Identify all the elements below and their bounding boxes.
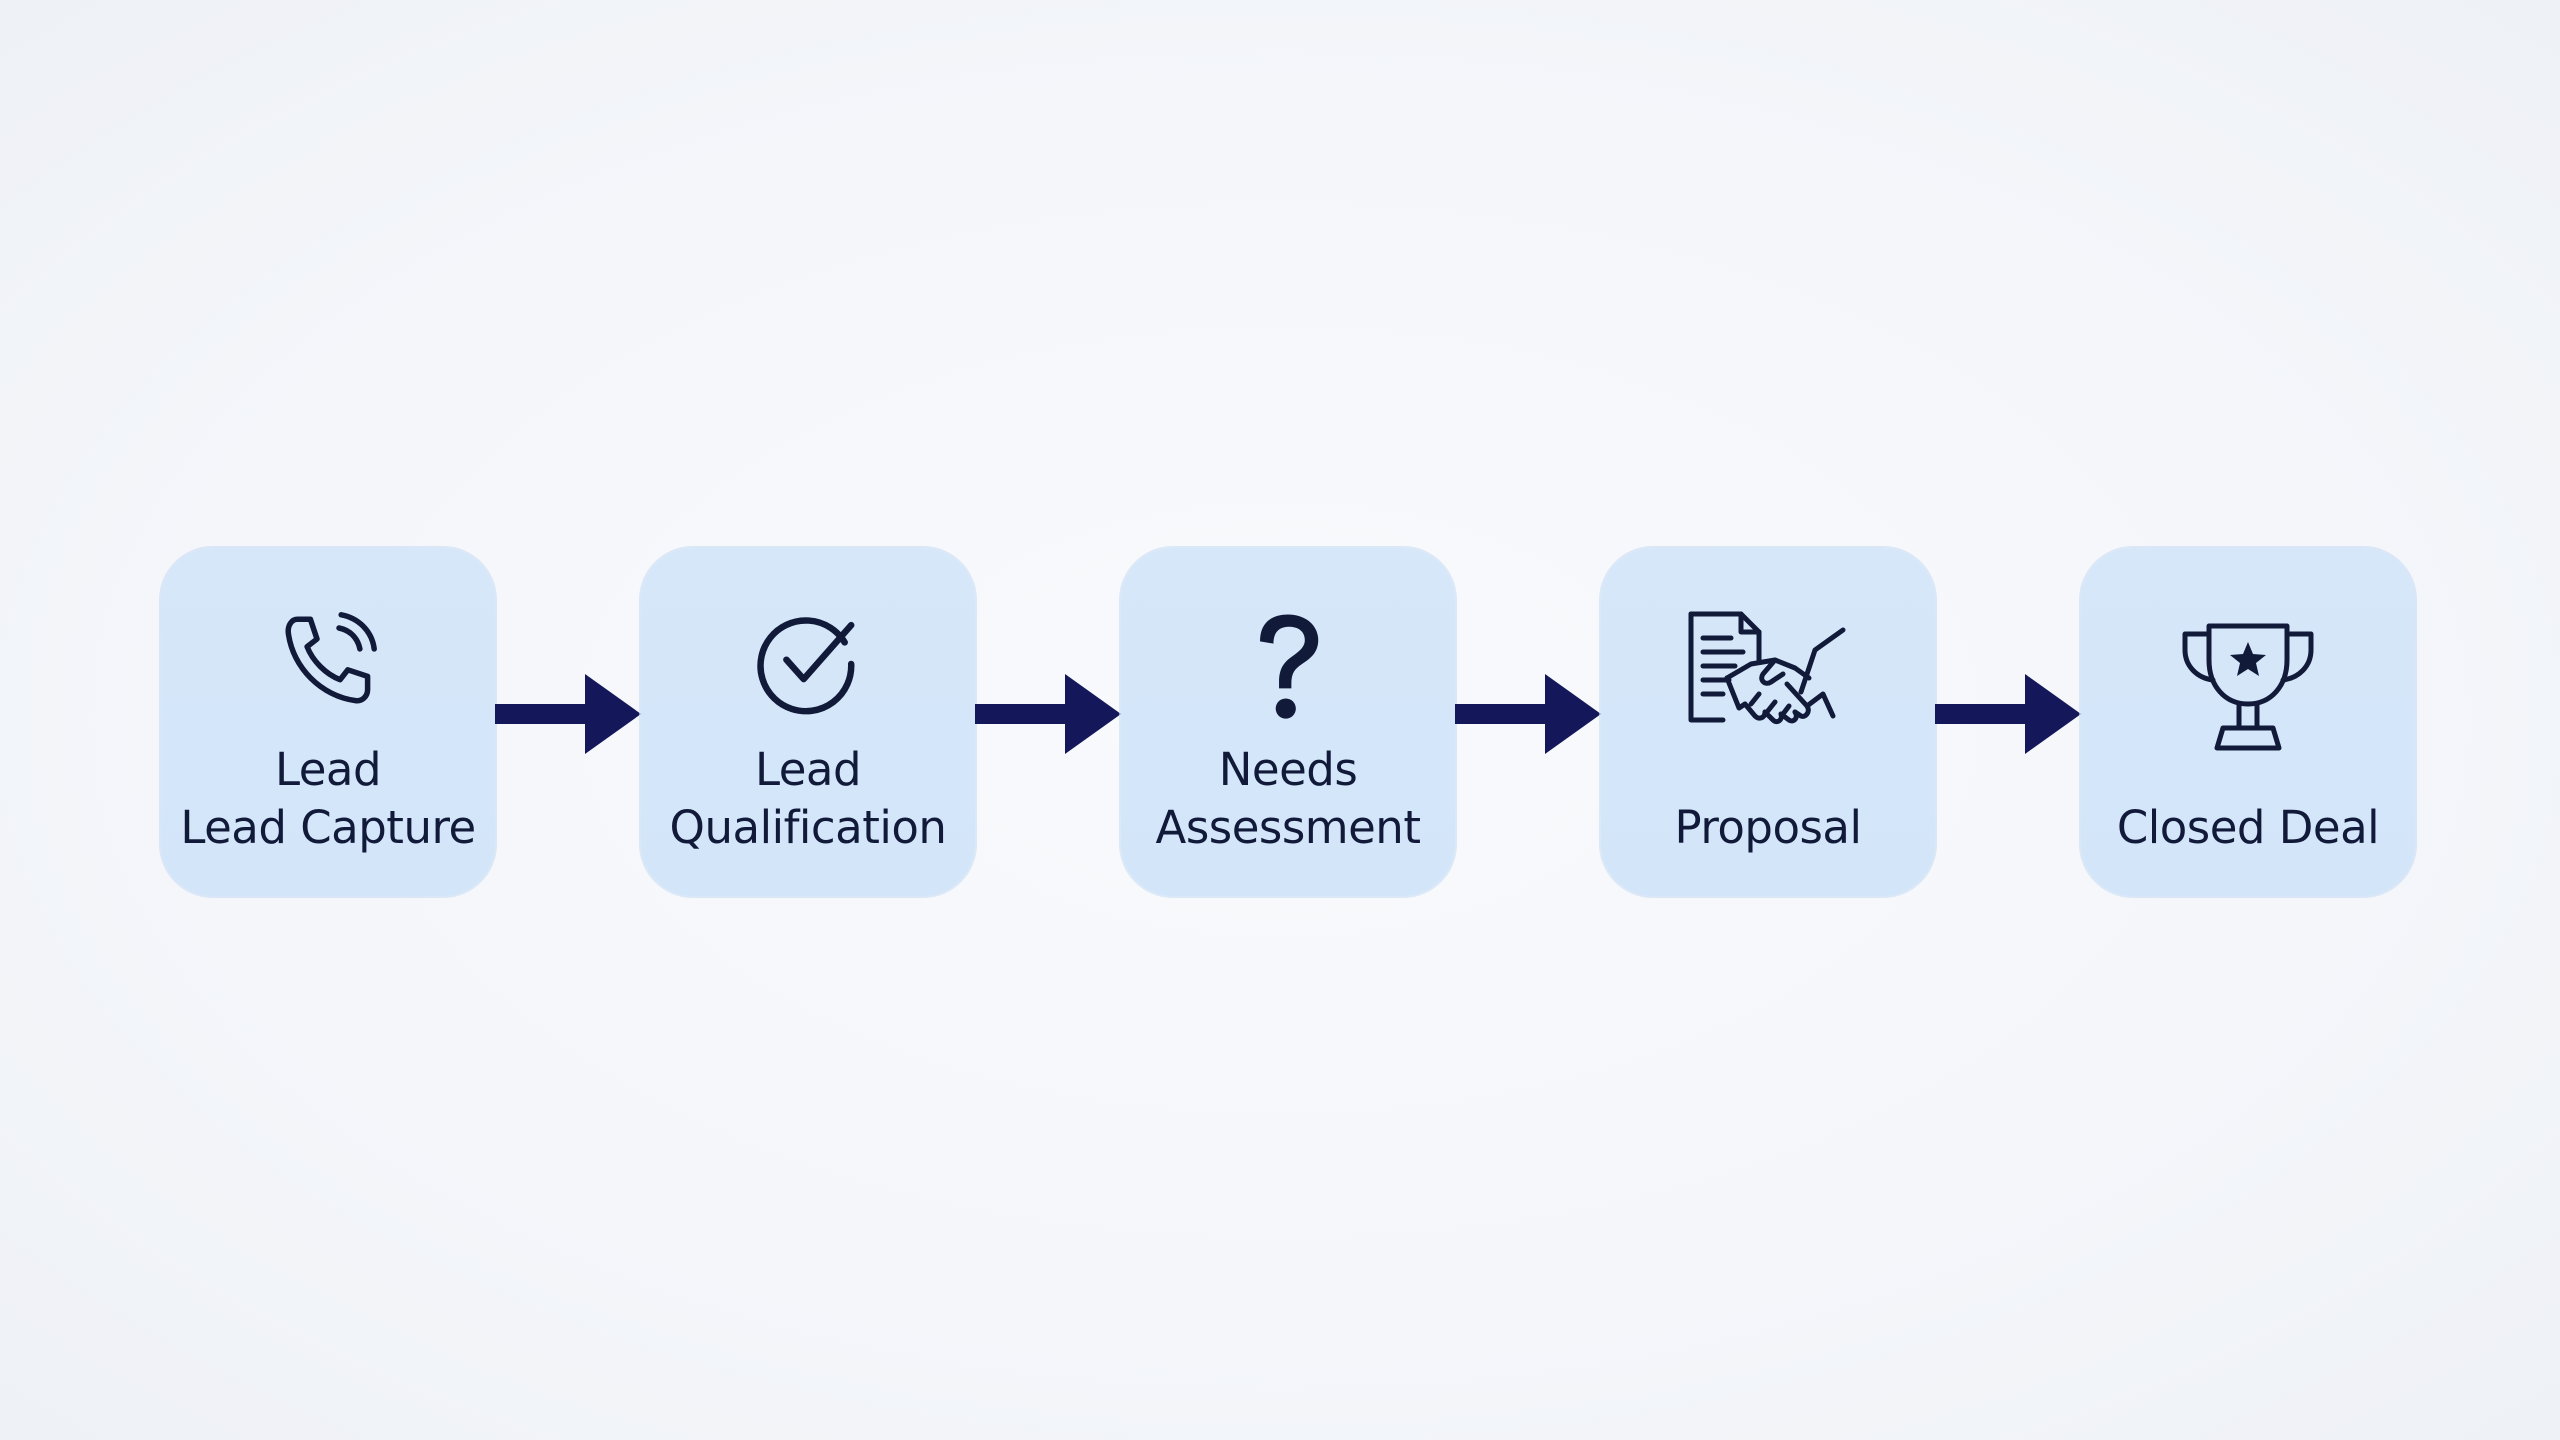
- stage-label-line2: Proposal: [1674, 801, 1862, 854]
- stage-label-line2: Qualification: [669, 801, 947, 854]
- flow-arrow: [1455, 674, 1601, 754]
- stage-needs-assessment: Needs Assessment: [1121, 548, 1455, 896]
- stage-label-line2: Closed Deal: [2116, 801, 2380, 854]
- stage-lead-qualification: Lead Qualification: [641, 548, 975, 896]
- stage-closed-deal: Closed Deal: [2081, 548, 2415, 896]
- stage-label-line1: Lead: [274, 743, 382, 796]
- flow-arrow: [975, 674, 1121, 754]
- stage-proposal: Proposal: [1601, 548, 1935, 896]
- flow-arrow: [1935, 674, 2081, 754]
- question-mark-icon: [1248, 610, 1328, 722]
- stage-lead-capture: Lead Lead Capture: [161, 548, 495, 896]
- stage-label-line2: Assessment: [1155, 801, 1421, 854]
- check-circle-icon: [754, 610, 862, 718]
- flow-arrow: [495, 674, 641, 754]
- stage-label-line1: Needs: [1218, 743, 1358, 796]
- phone-ringing-icon: [273, 606, 383, 716]
- document-handshake-icon: [1683, 608, 1853, 754]
- stage-label-line1: Lead: [754, 743, 862, 796]
- stage-label-line2: Lead Capture: [180, 801, 476, 854]
- trophy-icon: [2175, 620, 2321, 760]
